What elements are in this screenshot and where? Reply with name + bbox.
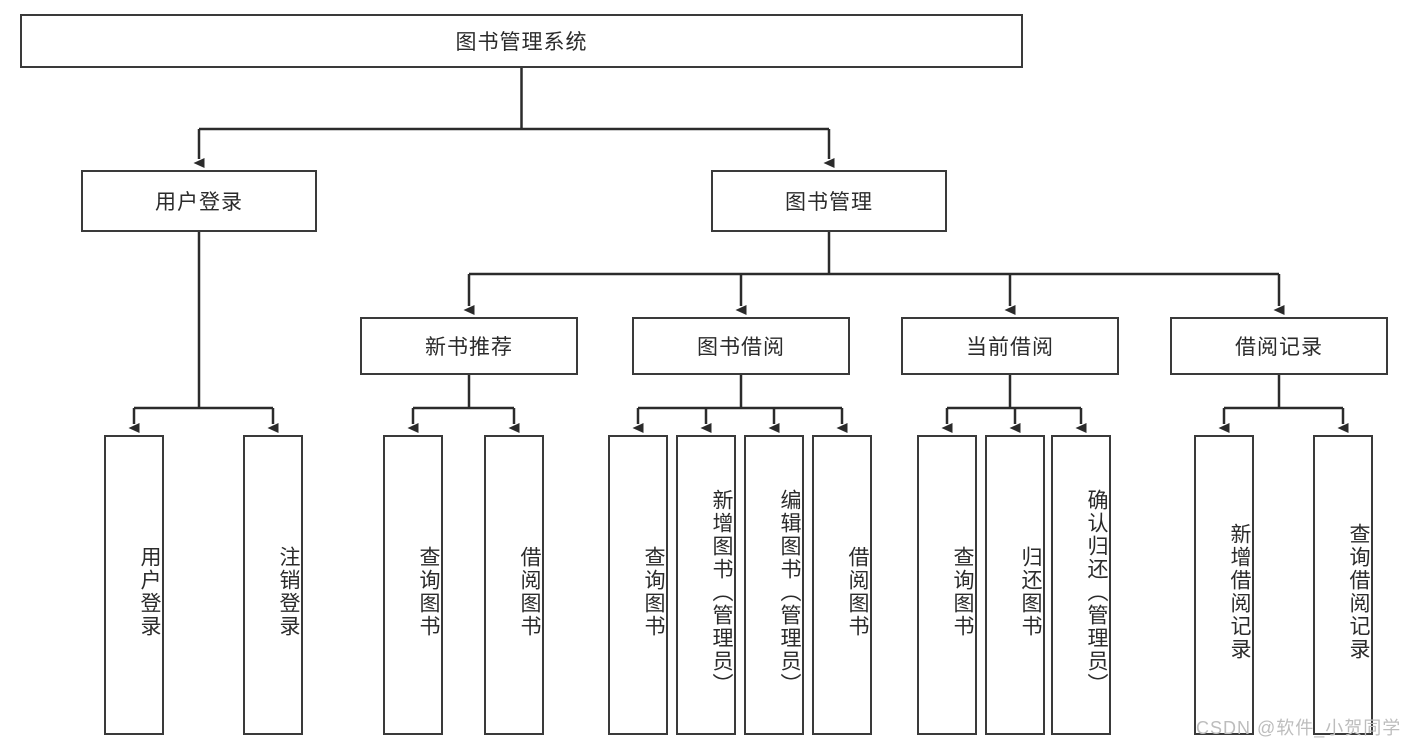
- node-leaf-logout[interactable]: 注销登录: [243, 435, 303, 735]
- node-label: 注销登录: [277, 546, 300, 638]
- node-label: 查询图书: [417, 546, 440, 638]
- node-label: 查询图书: [951, 546, 974, 638]
- node-label: 归还图书: [1019, 546, 1042, 638]
- node-label: 查询图书: [642, 546, 665, 638]
- node-label: 借阅记录: [1235, 336, 1323, 359]
- node-leaf-user-login[interactable]: 用户登录: [104, 435, 164, 735]
- node-leaf-confirm-return[interactable]: 确认归还（管理员）: [1051, 435, 1111, 735]
- node-leaf-query-record[interactable]: 查询借阅记录: [1313, 435, 1373, 735]
- node-label: 新增借阅记录: [1228, 523, 1251, 661]
- node-label: 确认归还（管理员）: [1085, 488, 1108, 696]
- node-label: 借阅图书: [518, 546, 541, 638]
- node-label: 用户登录: [138, 546, 161, 638]
- node-label: 借阅图书: [846, 546, 869, 638]
- node-label: 图书管理: [785, 191, 873, 214]
- watermark: CSDN @软件_小贺同学: [1196, 718, 1402, 738]
- node-label: 查询借阅记录: [1347, 523, 1370, 661]
- node-label: 编辑图书（管理员）: [778, 488, 801, 696]
- node-borrow-record[interactable]: 借阅记录: [1170, 317, 1388, 375]
- node-label: 用户登录: [155, 191, 243, 214]
- node-root[interactable]: 图书管理系统: [20, 14, 1023, 68]
- node-leaf-query-book-1[interactable]: 查询图书: [383, 435, 443, 735]
- node-leaf-add-record[interactable]: 新增借阅记录: [1194, 435, 1254, 735]
- node-leaf-borrow-book-1[interactable]: 借阅图书: [484, 435, 544, 735]
- node-label: 图书借阅: [697, 336, 785, 359]
- node-book-borrow[interactable]: 图书借阅: [632, 317, 850, 375]
- node-leaf-return-book[interactable]: 归还图书: [985, 435, 1045, 735]
- node-leaf-query-book-3[interactable]: 查询图书: [917, 435, 977, 735]
- node-leaf-query-book-2[interactable]: 查询图书: [608, 435, 668, 735]
- node-label: 新增图书（管理员）: [710, 488, 733, 696]
- node-user-login[interactable]: 用户登录: [81, 170, 317, 232]
- node-label: 新书推荐: [425, 336, 513, 359]
- node-label: 当前借阅: [966, 336, 1054, 359]
- node-new-book-rec[interactable]: 新书推荐: [360, 317, 578, 375]
- node-leaf-borrow-book-2[interactable]: 借阅图书: [812, 435, 872, 735]
- node-label: 图书管理系统: [455, 31, 588, 54]
- node-leaf-add-book[interactable]: 新增图书（管理员）: [676, 435, 736, 735]
- node-book-manage[interactable]: 图书管理: [711, 170, 947, 232]
- node-current-borrow[interactable]: 当前借阅: [901, 317, 1119, 375]
- node-leaf-edit-book[interactable]: 编辑图书（管理员）: [744, 435, 804, 735]
